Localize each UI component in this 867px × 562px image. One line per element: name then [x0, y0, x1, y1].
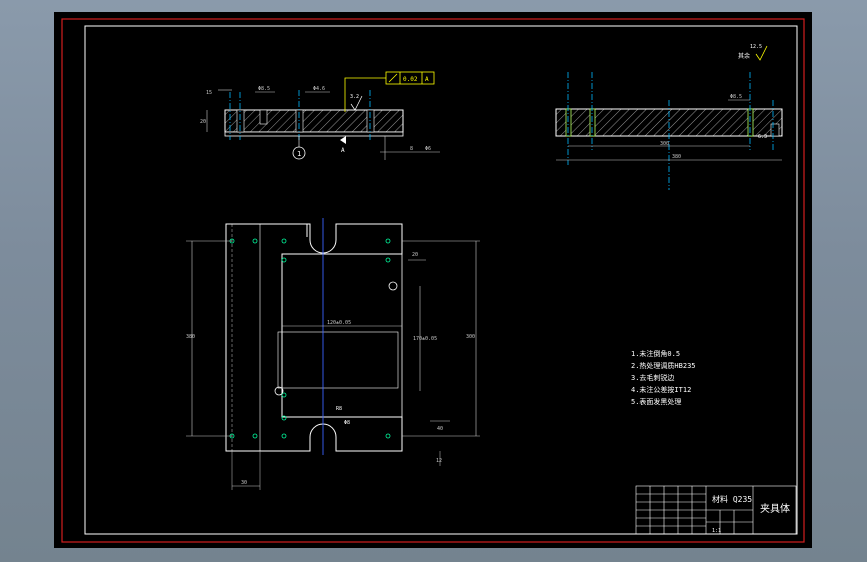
roughness-c: 6.3 — [758, 134, 767, 140]
dim-edge3: 40 — [437, 426, 443, 432]
material-label: 材料 Q235 — [712, 494, 752, 504]
hole-a-label: Φ8.5 — [258, 86, 270, 92]
drawing-frame — [84, 25, 798, 535]
section-hole — [747, 108, 754, 137]
plan-holes — [229, 238, 391, 439]
roughness-a: 3.2 — [350, 94, 359, 100]
note-2: 2.热处理调质HB235 — [631, 361, 696, 370]
dim-edge1: 20 — [412, 252, 418, 258]
hole-right-label: Φ8.5 — [730, 94, 742, 100]
note-3: 3.去毛刺锐边 — [631, 373, 674, 382]
note-5: 5.表面发黑处理 — [631, 397, 681, 406]
section-view-left: 20 15 Φ8.5 Φ4.6 0.02 A 3.2 A 1 8 Φ6 — [200, 71, 440, 160]
dim-plan-w: 300 — [466, 334, 475, 340]
plan-view: 380 300 170±0.05 120±0.05 20 40 12 R8 Φ8… — [186, 218, 480, 490]
hole-c-label: Φ6 — [425, 146, 431, 152]
gdt-tolerance: 0.02 — [403, 76, 418, 83]
section-hole — [295, 109, 304, 133]
slot-label-2: Φ8 — [344, 420, 350, 426]
dim-side: 8 — [410, 146, 413, 152]
dim-total-len: 380 — [672, 154, 681, 160]
balloon-1-label: 1 — [297, 150, 301, 158]
note-1: 1.未注倒角0.5 — [631, 349, 680, 358]
dim-inner-h: 170±0.05 — [413, 336, 437, 342]
section-body — [224, 109, 404, 133]
title-block — [635, 485, 797, 535]
section-hole — [589, 108, 596, 137]
dim-height: 15 — [206, 90, 212, 96]
section-hole — [236, 109, 245, 133]
roughness-b: 12.5 — [750, 44, 762, 50]
gdt-datum: A — [425, 76, 429, 83]
section-note: 其余 — [738, 52, 750, 60]
drawing-sheet — [54, 12, 812, 548]
section-hole — [565, 108, 572, 137]
datum-label: A — [341, 147, 345, 154]
section-plate — [224, 131, 404, 137]
section-hole — [366, 109, 375, 133]
scale-label: 1:1 — [712, 528, 721, 534]
dim-inner-w: 120±0.05 — [327, 320, 351, 326]
slot-label: R8 — [336, 406, 342, 412]
technical-notes: 1.未注倒角0.5 2.热处理调质HB235 3.去毛刺锐边 4.未注公差按IT… — [631, 349, 696, 406]
gdt-frame: 0.02 A — [344, 71, 435, 112]
dim-bottom: 12 — [436, 458, 442, 464]
hole-b-label: Φ4.6 — [313, 86, 325, 92]
inner-step — [277, 331, 399, 389]
dim-left: 30 — [241, 480, 247, 486]
inner-pocket — [281, 253, 403, 418]
part-name: 夹具体 — [760, 502, 790, 515]
dim-plan-h: 380 — [186, 334, 195, 340]
note-4: 4.未注公差按IT12 — [631, 385, 691, 394]
dim-top-len: 300 — [660, 141, 669, 147]
section-hole — [259, 109, 268, 125]
section-view-right: 其余 12.5 300 380 Φ8.5 6.3 — [555, 44, 783, 190]
dim-thickness: 20 — [200, 119, 206, 125]
section-hole — [770, 123, 780, 137]
sheet-border — [61, 18, 805, 543]
